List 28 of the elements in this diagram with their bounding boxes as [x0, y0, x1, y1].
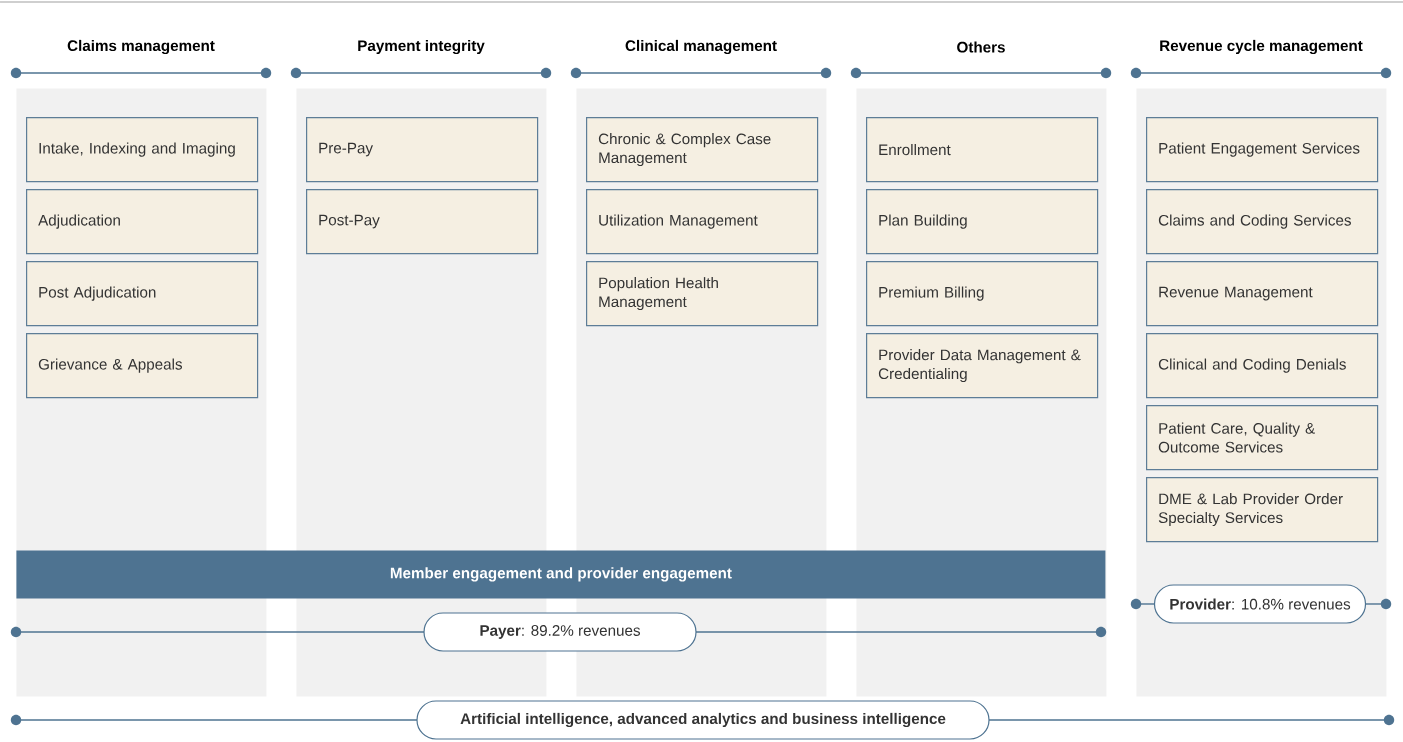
column-heading: Revenue cycle management	[1160, 39, 1363, 55]
revenue-pill: Provider: 10.8% revenues	[1153, 584, 1367, 624]
engagement-banner: Member engagement and provider engagement	[16, 550, 1106, 599]
service-box: Adjudication	[26, 189, 259, 255]
service-box: Intake, Indexing and Imaging	[26, 117, 259, 183]
service-box: Revenue Management	[1146, 261, 1379, 327]
service-box: Patient Engagement Services	[1146, 117, 1379, 183]
column-heading: Clinical management	[625, 39, 777, 55]
column-heading: Payment integrity	[358, 39, 485, 55]
service-box: DME & Lab Provider Order Specialty Services	[1146, 477, 1379, 543]
service-box: Premium Billing	[866, 261, 1099, 327]
service-box: Pre-Pay	[306, 117, 539, 183]
service-box: Utilization Management	[586, 189, 819, 255]
service-box: Population Health Management	[586, 261, 819, 327]
service-box: Patient Care, Quality & Outcome Services	[1146, 405, 1379, 471]
service-box: Grievance & Appeals	[26, 333, 259, 399]
service-box: Post Adjudication	[26, 261, 259, 327]
service-box: Claims and Coding Services	[1146, 189, 1379, 255]
service-box: Post-Pay	[306, 189, 539, 255]
column-heading: Others	[957, 41, 1005, 53]
revenue-pill: Artificial intelligence, advanced analytics and business intelligence	[416, 700, 990, 740]
service-box: Chronic & Complex Case Management	[586, 117, 819, 183]
service-box: Enrollment	[866, 117, 1099, 183]
column-heading: Claims management	[67, 39, 215, 55]
service-box: Clinical and Coding Denials	[1146, 333, 1379, 399]
revenue-pill: Payer: 89.2% revenues	[423, 612, 697, 652]
service-box: Provider Data Management & Credentialing	[866, 333, 1099, 399]
service-box: Plan Building	[866, 189, 1099, 255]
